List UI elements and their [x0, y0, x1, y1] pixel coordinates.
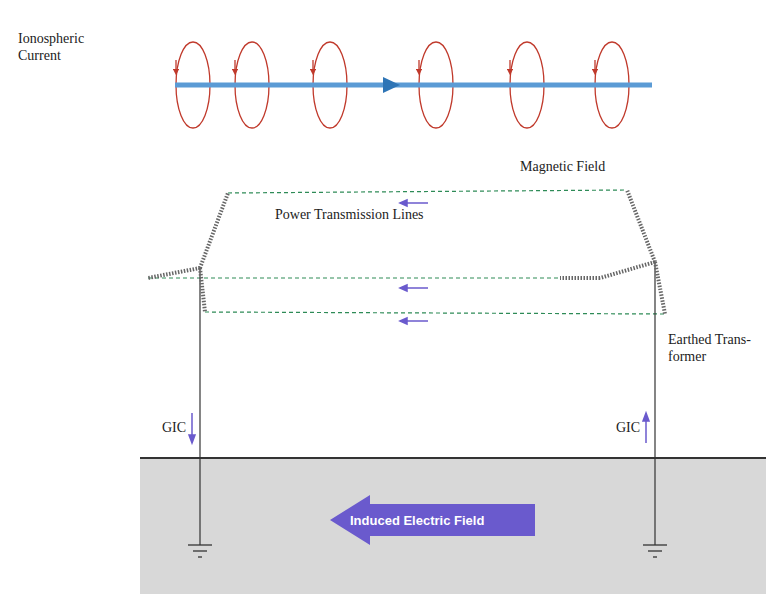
field-direction: [594, 60, 595, 72]
field-arrow: Induced Electric Field: [330, 495, 535, 545]
field-direction: [175, 60, 176, 72]
field-direction: [418, 60, 419, 72]
field-direction: [509, 60, 510, 72]
field-direction: [234, 60, 235, 72]
gic-label: GIC: [162, 419, 202, 436]
transformer-label: Earthed Trans- former: [668, 331, 760, 365]
current-label: Ionospheric Current: [18, 30, 113, 64]
field-direction: [312, 60, 313, 72]
ground: [140, 458, 766, 594]
arrow-text: Induced Electric Field: [350, 513, 484, 528]
ionospheric-current-line: [175, 83, 652, 88]
earth-symbols: [188, 545, 667, 557]
gic-label: GIC: [616, 419, 656, 436]
transmission-lines: [148, 190, 665, 314]
current-arrowhead: [383, 77, 400, 93]
ground-surface: [140, 457, 766, 459]
gic-arrows: [189, 413, 649, 443]
earthed-poles: [200, 262, 655, 545]
insulator-strings: [148, 190, 665, 314]
field-label: Magnetic Field: [520, 158, 640, 175]
lines-label: Power Transmission Lines: [275, 206, 475, 223]
